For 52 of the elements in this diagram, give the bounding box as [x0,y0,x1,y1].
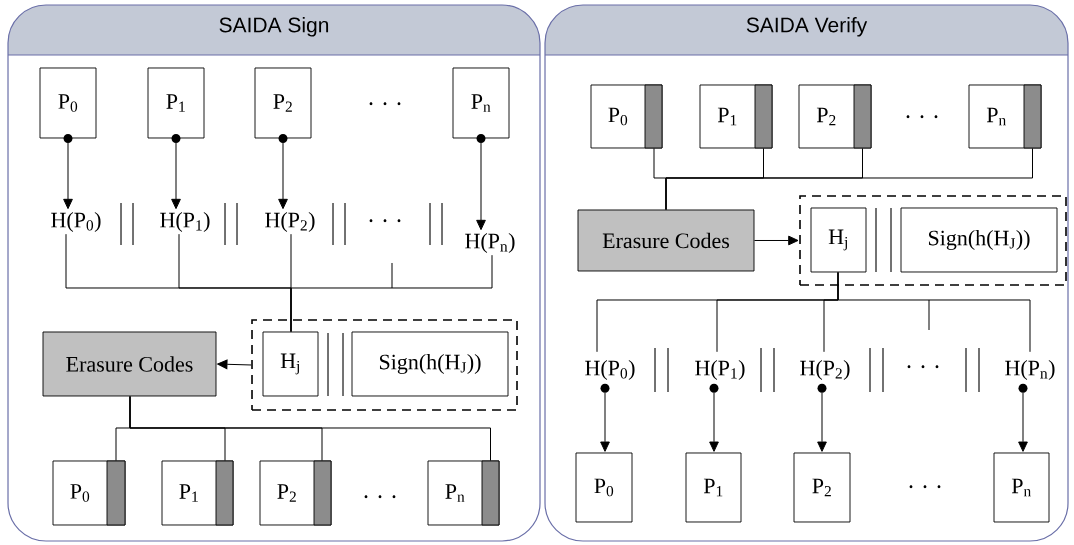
packet-box: Sign(h(H$_{J}$)) [900,207,1058,273]
arrow [217,359,252,370]
packet-box: P$_{0}$ [52,460,126,526]
packet-box: P$_{0}$ [39,67,97,139]
ellipsis: · · · [364,495,396,499]
hash-text: H(P$_{1}$) [160,212,210,232]
process-box: Erasure Codes [577,209,755,272]
connector-line [290,254,493,333]
packet-box: P$_{1}$ [699,84,773,149]
arrow [476,142,486,231]
dashed-group-box [799,195,1067,286]
hash-text: H(P$_{2}$) [800,360,850,380]
packet-box: P$_{1}$ [685,452,742,523]
packet-box: H$_{j}$ [810,207,867,273]
packet-box: P$_{2}$ [254,67,312,139]
arrow [63,142,73,210]
arrow [1018,392,1028,452]
ellipsis: · · · [907,365,939,369]
arrow [278,142,288,210]
hash-text: H(P$_{0}$) [585,360,635,380]
packet-box: P$_{2}$ [259,460,332,526]
packet-box: P$_{n}$ [452,67,510,139]
packet-box: P$_{n}$ [968,84,1042,149]
packet-box: P$_{2}$ [798,84,872,149]
packet-box: P$_{1}$ [161,460,234,526]
ellipsis: · · · [369,102,401,106]
packet-box: Sign(h(H$_{J}$)) [351,331,509,397]
ellipsis: · · · [906,115,938,119]
arrow [600,392,610,452]
connector-line [129,395,491,462]
connector-line [665,147,1033,211]
packet-box: P$_{1}$ [147,67,205,139]
hash-text: H(P$_{n}$) [465,233,515,253]
ellipsis: · · · [369,219,401,223]
hash-text: H(P$_{0}$) [51,212,101,232]
dashed-group-box [251,319,518,411]
arrow [817,392,827,452]
arrow [709,392,719,452]
connector-line [837,271,1031,353]
arrow [171,142,181,210]
hash-text: H(P$_{1}$) [695,360,745,380]
packet-box: P$_{2}$ [793,452,851,523]
hash-text: H(P$_{2}$) [265,212,315,232]
packet-box: P$_{0}$ [590,84,663,149]
process-box: Erasure Codes [42,331,217,397]
packet-box: P$_{0}$ [575,452,633,523]
ellipsis: · · · [909,485,941,489]
arrow [753,235,799,246]
packet-box: P$_{n}$ [993,452,1050,523]
packet-box: P$_{n}$ [427,460,500,526]
packet-box: H$_{j}$ [262,331,319,397]
hash-text: H(P$_{n}$) [1005,360,1055,380]
